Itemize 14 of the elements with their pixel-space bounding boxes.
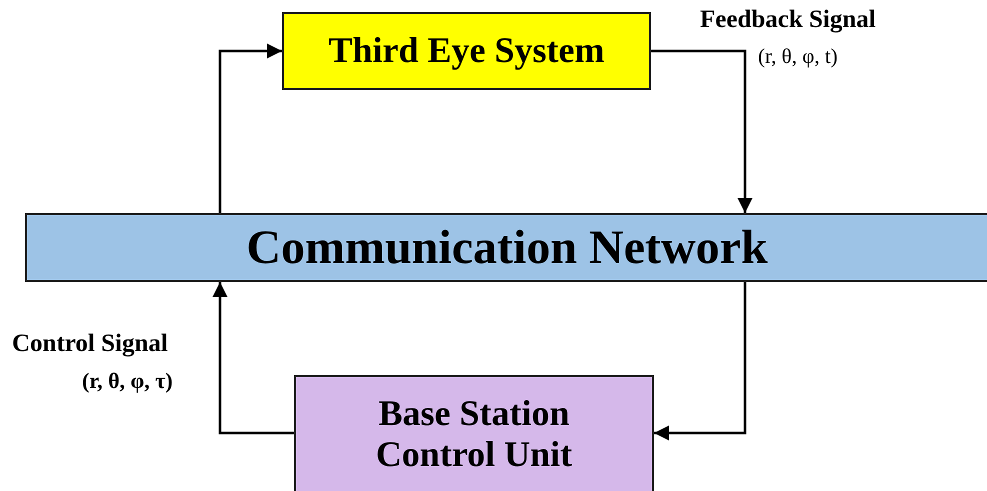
edge-label: Feedback Signal <box>700 6 876 34</box>
process-box <box>282 12 651 90</box>
signal-parameters: (r, θ, φ, τ) <box>82 368 173 394</box>
signal-parameters: (r, θ, φ, t) <box>758 44 838 69</box>
node-label: Base Station Control Unit <box>374 392 574 476</box>
arrow <box>651 50 752 213</box>
node-label: Third Eye System <box>328 30 604 72</box>
process-box <box>294 375 654 491</box>
arrow <box>654 282 746 440</box>
node-label: Communication Network <box>246 220 768 276</box>
arrow <box>212 282 294 434</box>
edge-label: Control Signal <box>12 330 168 358</box>
network-band <box>25 213 987 282</box>
arrow <box>218 44 282 213</box>
